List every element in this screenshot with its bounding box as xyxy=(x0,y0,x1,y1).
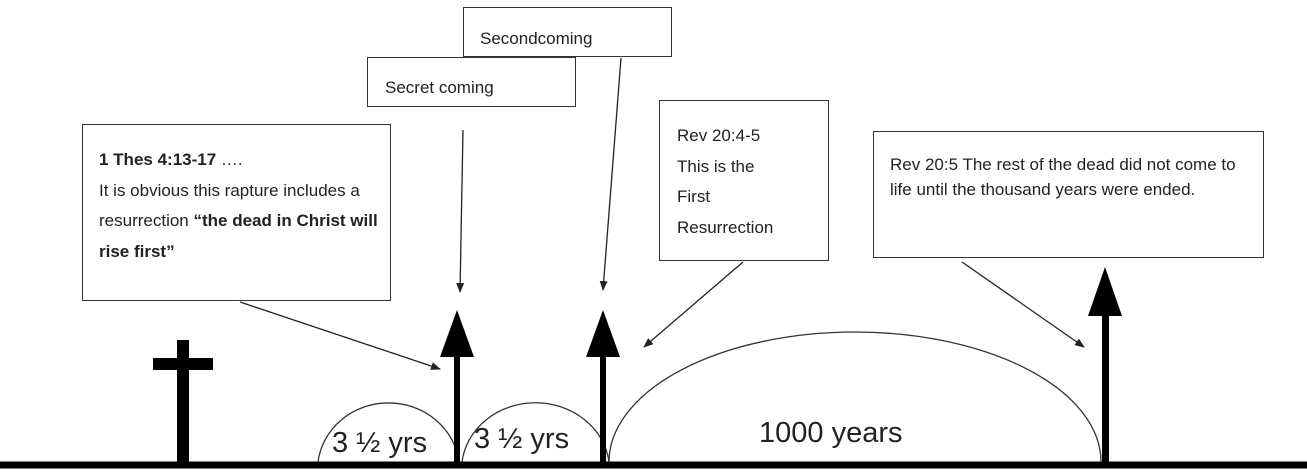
rev-20-5-box: Rev 20:5 The rest of the dead did not co… xyxy=(873,131,1264,258)
period-arc-first xyxy=(317,402,460,463)
second-coming-label: Secondcoming xyxy=(480,29,593,48)
pointer-rev-4-5 xyxy=(643,261,744,348)
thes-quote: “the dead in Christ will rise first” xyxy=(99,211,378,261)
pointer-thes xyxy=(239,301,441,370)
thes-text: 1 Thes 4:13-17 …. It is obvious this rap… xyxy=(99,145,383,267)
thes-box: 1 Thes 4:13-17 …. It is obvious this rap… xyxy=(82,124,391,301)
rapture-arrow xyxy=(440,310,474,465)
rev-20-4-5-box: Rev 20:4-5 This is the First Resurrectio… xyxy=(659,100,829,261)
rev-20-4-5-line-1: Rev 20:4-5 xyxy=(677,126,761,145)
thes-body: It is obvious this rapture includes a re… xyxy=(99,180,360,231)
secret-coming-box: Secret coming xyxy=(367,57,576,107)
second-coming-box: Secondcoming xyxy=(463,7,672,57)
pointer-second-coming xyxy=(599,57,622,291)
cross-icon xyxy=(153,340,213,465)
final-resurrection-arrow xyxy=(1088,267,1122,465)
pointer-rev-5 xyxy=(961,261,1085,348)
period-arc-millennium xyxy=(608,331,1102,463)
pointer-secret-coming xyxy=(456,129,465,293)
period-arc-second xyxy=(461,402,610,463)
period-label-first: 3 ½ yrs xyxy=(332,427,428,459)
rev-20-4-5-text: Rev 20:4-5 This is the First Resurrectio… xyxy=(677,121,773,243)
rev-20-4-5-line-2: This is the xyxy=(677,156,755,176)
secret-coming-label: Secret coming xyxy=(385,78,494,97)
thes-reference: 1 Thes 4:13-17 xyxy=(99,150,217,169)
rev-20-5-text: Rev 20:5 The rest of the dead did not co… xyxy=(890,155,1236,199)
thes-ellipsis: …. xyxy=(216,150,243,169)
period-label-millennium: 1000 years xyxy=(759,417,903,449)
period-label-second: 3 ½ yrs xyxy=(474,423,570,455)
rev-20-4-5-line-3: First xyxy=(677,187,711,206)
rev-20-4-5-line-4: Resurrection xyxy=(677,217,774,237)
second-coming-arrow xyxy=(586,310,620,465)
